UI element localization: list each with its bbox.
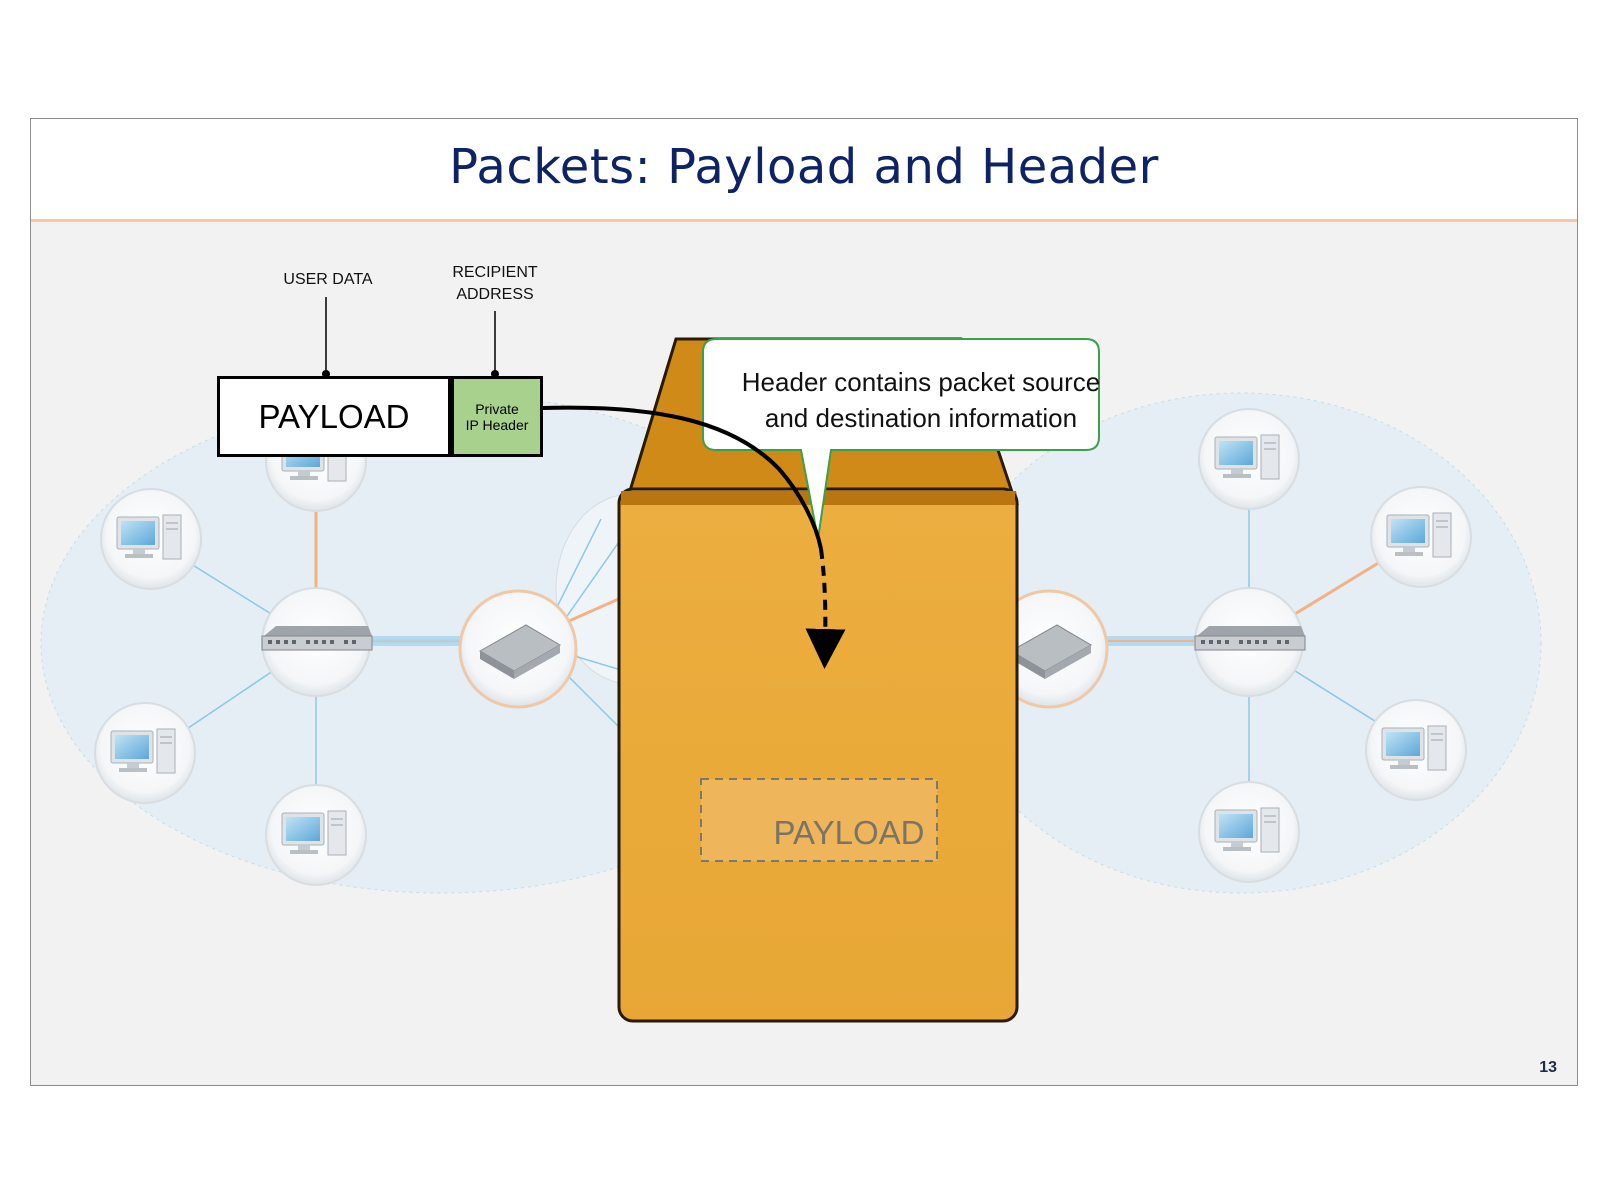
computer-icon — [94, 702, 196, 804]
recipient-text-line1: RECIPIENT — [452, 264, 538, 281]
computer-icon — [1198, 781, 1300, 883]
computer-icon — [265, 784, 367, 886]
header-connector — [542, 405, 823, 550]
recipient-address-label: RECIPIENT ADDRESS — [435, 262, 555, 306]
packet-header: Private IP Header — [451, 376, 543, 457]
router-icon — [458, 589, 578, 709]
user-data-label: USER DATA — [263, 269, 393, 291]
packet-header-line2: IP Header — [465, 416, 529, 433]
callout-text: Header contains packet source and destin… — [711, 364, 1131, 436]
callout-line1: Header contains packet source — [741, 367, 1101, 397]
recipient-text-line2: ADDRESS — [456, 286, 534, 303]
box-payload-text: PAYLOAD — [773, 814, 925, 851]
switch-icon — [261, 587, 373, 697]
inner-payload-dashed-box — [700, 778, 938, 862]
slide: Packets: Payload and Header — [30, 118, 1578, 1086]
box-payload-label: PAYLOAD — [731, 792, 967, 874]
user-data-text: USER DATA — [283, 271, 373, 288]
title-band: Packets: Payload and Header — [31, 119, 1577, 222]
computer-icon — [1365, 699, 1467, 801]
packet-header-line1: Private — [475, 400, 519, 417]
network-diagram — [40, 297, 1542, 1023]
header-arrow — [805, 548, 846, 669]
packet-payload: PAYLOAD — [217, 376, 451, 457]
computer-icon — [1198, 408, 1300, 510]
switch-icon — [1194, 587, 1306, 697]
computer-icon — [100, 488, 202, 590]
callout-bubble — [702, 338, 1100, 540]
packet-payload-label: PAYLOAD — [258, 397, 410, 435]
slide-title: Packets: Payload and Header — [449, 139, 1159, 195]
callout-line2: and destination information — [764, 403, 1078, 433]
box-front — [617, 487, 1019, 1023]
computer-icon — [1370, 486, 1472, 588]
page-number: 13 — [1539, 1059, 1557, 1076]
